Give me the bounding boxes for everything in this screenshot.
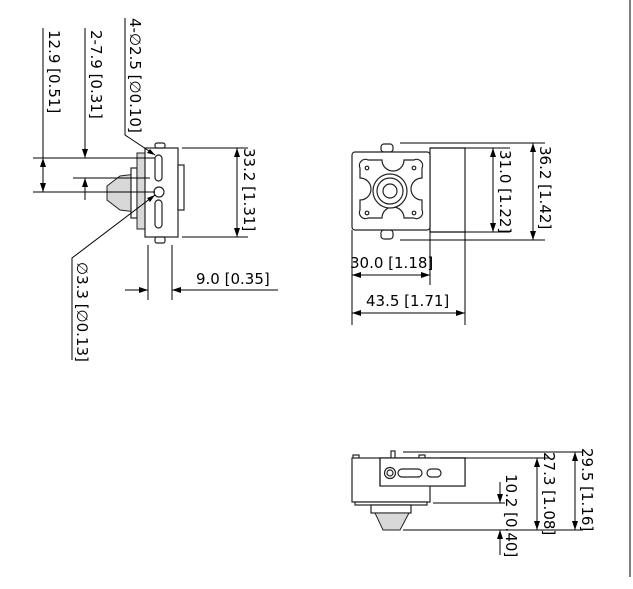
dim-outer-height: 36.2 [1.42]: [536, 146, 554, 229]
dim-mount-holes: 4-∅2.5 [∅0.10]: [126, 18, 144, 133]
dim-hole-spacing: 12.9 [0.51]: [45, 30, 63, 113]
dim-total-width: 43.5 [1.71]: [366, 292, 449, 310]
dim-depth: 9.0 [0.35]: [196, 270, 270, 288]
dim-body-width: 30.0 [1.18]: [350, 254, 433, 272]
mount-slot-bottom: [154, 199, 163, 229]
dim-slot: 2-7.9 [0.31]: [87, 30, 105, 119]
dim-lens: 10.2 [0.40]: [502, 474, 520, 557]
front-bezel: [136, 152, 146, 230]
top-screw: [380, 143, 394, 153]
dim-height: 33.2 [1.31]: [240, 148, 258, 231]
lens-cone: [374, 512, 410, 531]
rear-connector: [177, 164, 185, 211]
bottom-screw: [380, 229, 394, 240]
bracket-slot: [397, 468, 423, 478]
dim-center-hole: ∅3.3 [∅0.13]: [73, 262, 91, 362]
lens-base: [370, 504, 412, 514]
mount-bracket: [429, 147, 466, 233]
top-view: 29.5 [1.16] 27.3 [1.08] 10.2 [0.40]: [351, 448, 596, 557]
top-screw: [154, 142, 166, 149]
front-view: 31.0 [1.22] 36.2 [1.42] 30.0 [1.18] 43.5…: [350, 142, 554, 325]
dim-total: 29.5 [1.16]: [578, 448, 596, 531]
side-view: 12.9 [0.51] 2-7.9 [0.31] 4-∅2.5 [∅0.10] …: [33, 18, 278, 362]
bottom-screw: [154, 236, 166, 244]
center-hole: [153, 186, 165, 198]
dim-body: 27.3 [1.08]: [540, 452, 558, 535]
mount-slot-top: [154, 154, 163, 182]
lens: [382, 183, 398, 199]
dim-inner-height: 31.0 [1.22]: [496, 150, 514, 233]
